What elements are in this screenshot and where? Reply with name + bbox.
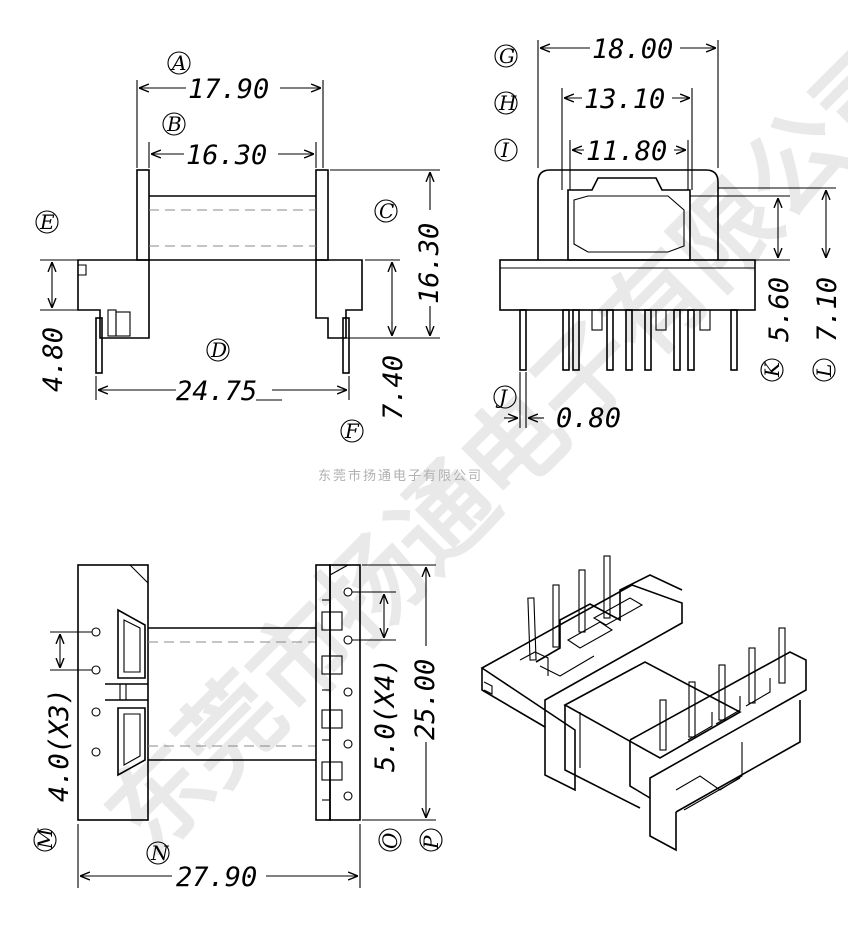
dim-h-value: 13.10 (584, 84, 665, 115)
label-f-circle (340, 419, 364, 443)
label-d: D (210, 338, 227, 362)
label-c-circle (374, 199, 398, 223)
label-b: B (166, 112, 182, 136)
label-h: H (498, 91, 517, 115)
label-p-circle (419, 828, 443, 852)
dim-f-value: 7.40 (378, 355, 409, 420)
label-o-circle (378, 828, 402, 852)
bottom-view: 4.0(X3) M 27.90 N 5.0(X4) O 25.00 P (33, 564, 443, 893)
dim-k-value: 5.60 (764, 277, 795, 342)
label-e: E (39, 210, 55, 234)
dim-p-value: 25.00 (410, 659, 441, 740)
label-p: P (419, 835, 443, 850)
right-base (315, 259, 363, 339)
dim-c-value: 16.30 (414, 223, 445, 304)
label-a: A (170, 51, 186, 75)
left-base (77, 259, 150, 339)
front-pin-right (342, 317, 350, 374)
label-k-circle (760, 358, 784, 382)
right-flange (315, 169, 329, 261)
bottom-left-flange (77, 564, 149, 821)
label-j: J (495, 385, 508, 409)
left-flange (136, 169, 150, 261)
label-g: G (499, 44, 515, 68)
dim-o-value: 5.0(X4) (370, 658, 401, 772)
side-flange (537, 169, 719, 260)
dim-g-value: 18.00 (592, 34, 673, 65)
dim-d-value: 24.75 (176, 376, 257, 407)
dim-m-value: 4.0(X3) (44, 688, 75, 802)
label-c: C (379, 199, 394, 223)
front-view: 17.90 A 16.30 B 16.30 C 24.75 D 4.80 (35, 51, 445, 443)
dim-i-value: 11.80 (586, 136, 667, 167)
label-m: M (33, 828, 57, 850)
label-l: L (812, 364, 836, 378)
label-b-circle (162, 112, 186, 136)
label-n: N (150, 841, 170, 865)
label-l-circle (812, 358, 836, 382)
label-m-circle (33, 828, 57, 852)
label-i-circle (494, 138, 518, 162)
label-g-circle (494, 44, 518, 68)
side-view: 18.00 G 13.10 H 11.80 I 5.60 K 7.10 L (493, 34, 843, 434)
dim-n-value: 27.90 (176, 862, 257, 893)
label-n-circle (146, 841, 170, 865)
label-e-circle (35, 210, 59, 234)
label-i: I (500, 138, 510, 162)
side-pins (519, 309, 738, 371)
watermark-small-text: 东莞市扬通电子有限公司 (318, 468, 483, 484)
label-a-circle (167, 51, 191, 75)
dim-l-value: 7.10 (812, 277, 843, 342)
label-j-circle (493, 385, 517, 409)
dim-a-value: 17.90 (188, 74, 269, 105)
isometric-view (480, 555, 807, 852)
label-d-circle (206, 338, 230, 362)
dim-j-value: 0.80 (556, 403, 621, 434)
label-k: K (760, 361, 784, 378)
dim-e-value: 4.80 (38, 327, 69, 392)
label-f: F (344, 419, 360, 443)
label-h-circle (494, 91, 518, 115)
label-o: O (378, 833, 402, 849)
dim-b-value: 16.30 (186, 140, 267, 171)
front-pin-left (95, 317, 103, 374)
